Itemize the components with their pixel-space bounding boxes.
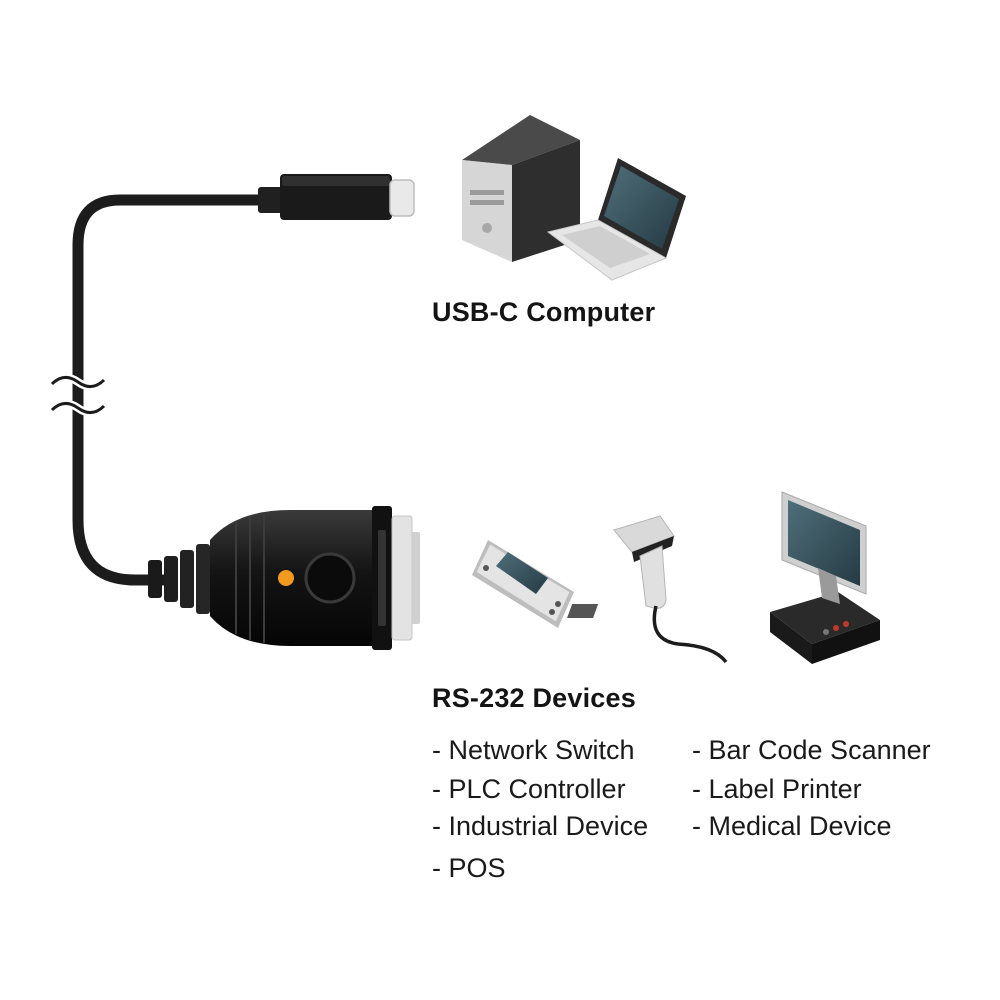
device-item: - Network Switch [432, 735, 635, 765]
device-item: - PLC Controller [432, 774, 626, 804]
usb-c-computer-title: USB-C Computer [432, 297, 656, 327]
device-item: - Label Printer [692, 774, 862, 804]
device-item: - Industrial Device [432, 811, 649, 841]
usb-c-connector-icon [258, 174, 415, 220]
laptop-icon [546, 158, 686, 281]
db9-adapter-icon [148, 506, 420, 650]
device-item: - Medical Device [692, 811, 892, 841]
device-item: - POS [432, 853, 506, 883]
rs232-devices-title: RS-232 Devices [432, 683, 636, 713]
cable [49, 194, 268, 586]
desktop-tower-icon [462, 115, 580, 262]
handheld-terminal-icon [472, 540, 574, 628]
device-item: - Bar Code Scanner [692, 735, 931, 765]
pos-terminal-icon [567, 491, 880, 664]
barcode-scanner-icon [613, 515, 728, 664]
